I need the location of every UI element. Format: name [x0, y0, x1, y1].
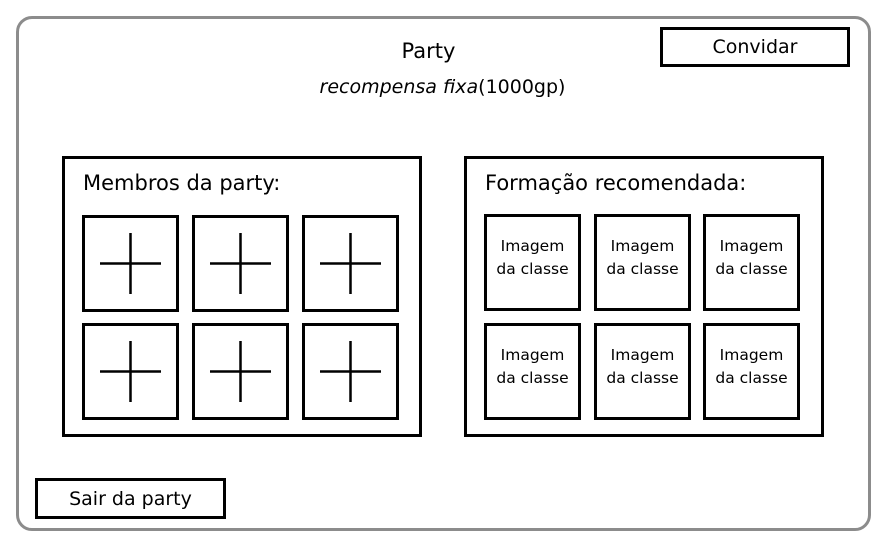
- member-slot-1[interactable]: [82, 215, 179, 312]
- reward-amount: (1000gp): [478, 76, 566, 98]
- plus-icon: [320, 341, 381, 402]
- members-panel-title: Membros da party:: [83, 171, 281, 195]
- formation-panel-title: Formação recomendada:: [485, 171, 747, 195]
- reward-type: recompensa fixa: [319, 76, 479, 98]
- member-slot-5[interactable]: [192, 323, 289, 420]
- plus-icon: [100, 233, 161, 294]
- invite-button[interactable]: Convidar: [660, 27, 850, 67]
- party-members-panel: Membros da party:: [62, 156, 422, 437]
- reward-info: recompensa fixa(1000gp): [0, 76, 885, 98]
- member-slot-2[interactable]: [192, 215, 289, 312]
- plus-icon: [210, 233, 271, 294]
- member-slot-4[interactable]: [82, 323, 179, 420]
- plus-icon: [210, 341, 271, 402]
- plus-icon: [100, 341, 161, 402]
- member-slot-3[interactable]: [302, 215, 399, 312]
- plus-icon: [320, 233, 381, 294]
- page-title: Party: [401, 39, 456, 63]
- leave-party-button[interactable]: Sair da party: [35, 478, 226, 519]
- member-slot-6[interactable]: [302, 323, 399, 420]
